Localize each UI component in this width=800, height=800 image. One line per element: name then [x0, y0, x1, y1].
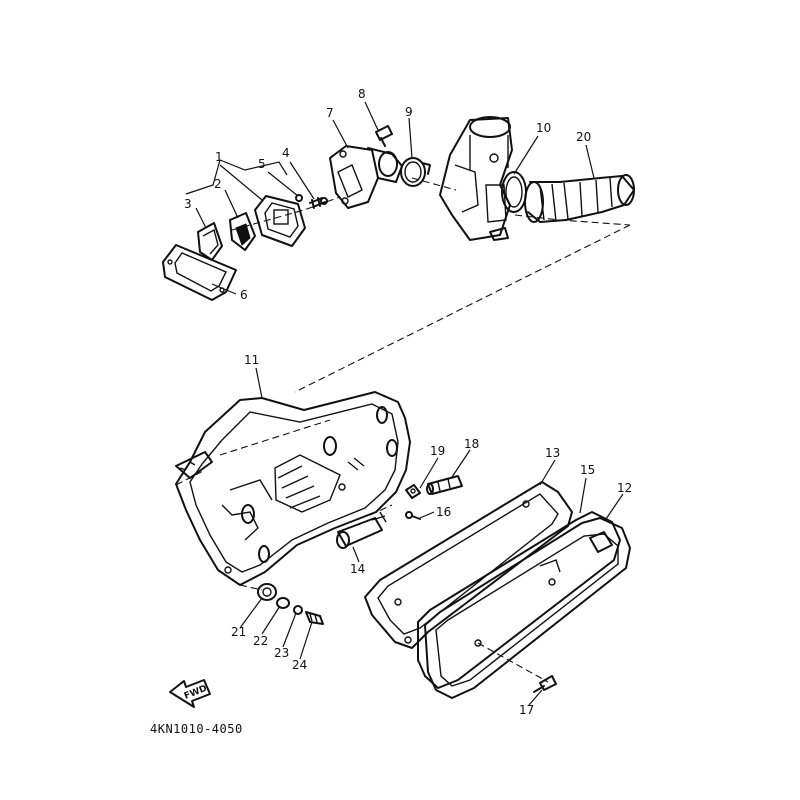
bolt-part-24 [305, 611, 324, 625]
clamp-part-9 [400, 157, 431, 187]
intake-hose-part-20 [524, 174, 635, 223]
washer-part-5 [295, 194, 303, 202]
clip-part-19 [405, 484, 421, 499]
carburetor-assembly [439, 116, 513, 241]
diagram-code: 4KN1010-4050 [150, 722, 243, 736]
gasket-part-6 [162, 244, 237, 301]
callout-17: 17 [519, 703, 534, 717]
callout-3: 3 [184, 197, 192, 211]
screw-part-17 [533, 675, 557, 693]
leader-lines [185, 101, 624, 706]
case-cap-part-12 [424, 517, 631, 699]
callout-labels: 1 2 3 4 5 6 7 8 9 10 11 12 13 14 15 16 1… [184, 87, 632, 717]
callout-8: 8 [358, 87, 366, 101]
callout-24: 24 [292, 658, 307, 672]
callout-4: 4 [282, 146, 290, 160]
drain-part-14 [336, 511, 387, 549]
callout-7: 7 [326, 106, 334, 120]
grommet-part-21 [257, 583, 277, 601]
callout-10: 10 [536, 121, 551, 135]
callout-18: 18 [464, 437, 479, 451]
callout-9: 9 [405, 105, 413, 119]
screw-part-16 [405, 511, 421, 520]
callout-12: 12 [617, 481, 632, 495]
callout-23: 23 [274, 646, 289, 660]
callout-2: 2 [214, 177, 222, 191]
washer-part-23 [293, 605, 303, 615]
callout-16: 16 [436, 505, 451, 519]
gasket-part-15 [417, 511, 621, 689]
callout-20: 20 [576, 130, 591, 144]
reed-block-part-1 [254, 195, 306, 247]
callout-19: 19 [430, 444, 445, 458]
tube-part-18 [426, 475, 463, 495]
callout-1: 1 [215, 150, 223, 164]
reed-valve-part-2 [229, 212, 256, 251]
callout-11: 11 [244, 353, 259, 367]
fwd-arrow-icon: FWD [169, 679, 211, 708]
clamp-part-10 [501, 171, 527, 213]
collar-part-22 [276, 597, 290, 609]
callout-14: 14 [350, 562, 365, 576]
callout-21: 21 [231, 625, 246, 639]
callout-22: 22 [253, 634, 268, 648]
callout-13: 13 [545, 446, 560, 460]
callout-5: 5 [258, 157, 266, 171]
air-filter-case-part-11 [175, 391, 411, 586]
callout-6: 6 [240, 288, 248, 302]
reed-stopper-part-3 [197, 222, 223, 261]
carburetor-joint-part-7 [329, 145, 403, 209]
bolt-part-8 [375, 125, 393, 147]
callout-15: 15 [580, 463, 595, 477]
